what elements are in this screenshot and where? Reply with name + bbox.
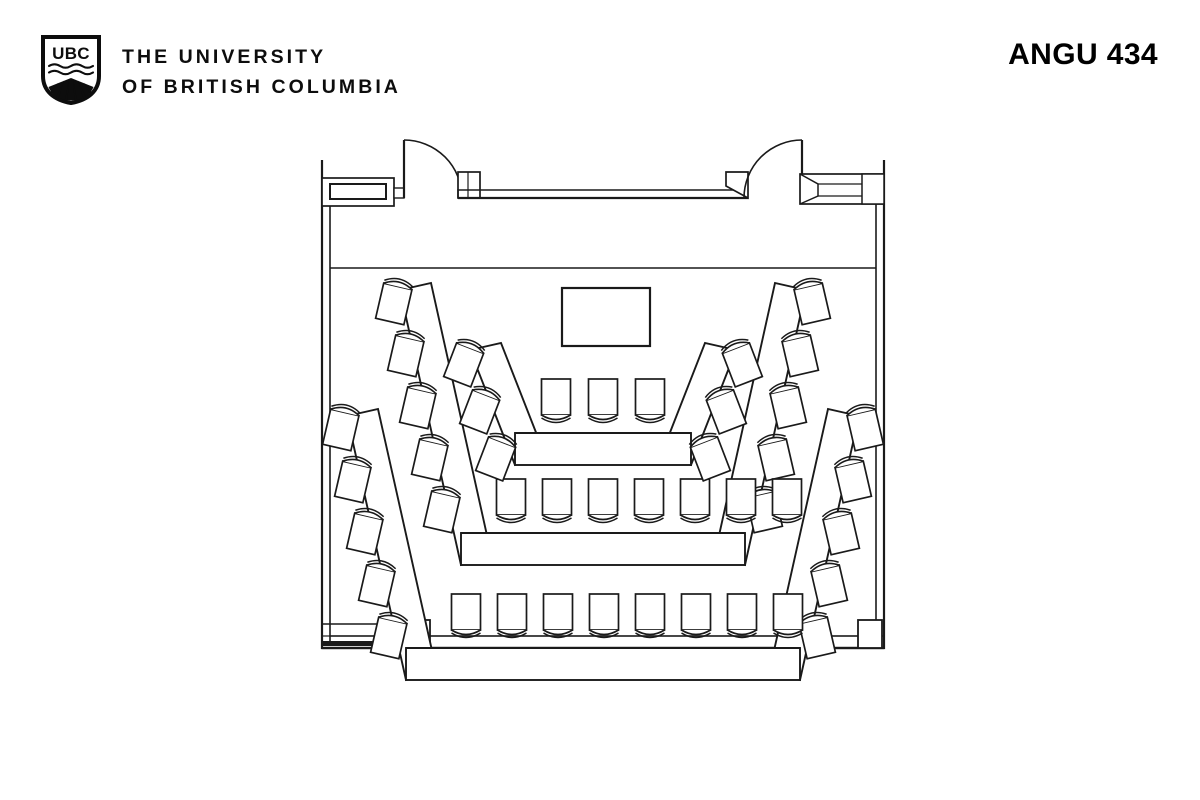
chair [587,378,619,424]
page-header: UBC THE UNIVERSITY OF B [0,0,1200,130]
room-code-title: ANGU 434 [1008,38,1158,71]
svg-text:UBC: UBC [52,44,90,63]
chair [542,593,574,639]
chair [541,478,573,524]
wordmark-line-2: OF BRITISH COLUMBIA [122,76,401,98]
chair [588,593,620,639]
inner-bottom-chairs [540,378,666,424]
chair [772,593,804,639]
outer-bottom-chairs [450,593,804,639]
chair [680,593,712,639]
wordmark-line-1: THE UNIVERSITY [122,46,327,68]
ubc-brand-lockup: UBC THE UNIVERSITY OF B [40,34,401,106]
inner-u-table [468,341,738,467]
instructor-table [560,286,652,348]
floorplan-container [0,128,1200,688]
door-top-right [743,139,804,199]
floorplan-drawing [320,139,886,682]
column-bottom-right [857,619,883,649]
top-wall-segment [457,171,749,200]
ubc-wordmark: THE UNIVERSITY OF BRITISH COLUMBIA [122,34,401,102]
room-walls [320,160,886,650]
chair [679,478,711,524]
chair [450,593,482,639]
chair [725,478,757,524]
floorplan-geometry [320,139,886,682]
middle-u-table [398,281,808,567]
chair [495,478,527,524]
chair [587,478,619,524]
chair [496,593,528,639]
ubc-shield-icon: UBC [41,35,101,106]
chair [540,378,572,424]
chair [634,593,666,639]
chair [718,335,764,388]
door-top-left [402,139,463,199]
chair [633,478,665,524]
chair [726,593,758,639]
top-wall-assembly [321,139,885,207]
chair [442,335,488,388]
chair [771,478,803,524]
casework-top-left [321,177,405,207]
chair [634,378,666,424]
casework-top-right [799,173,885,205]
